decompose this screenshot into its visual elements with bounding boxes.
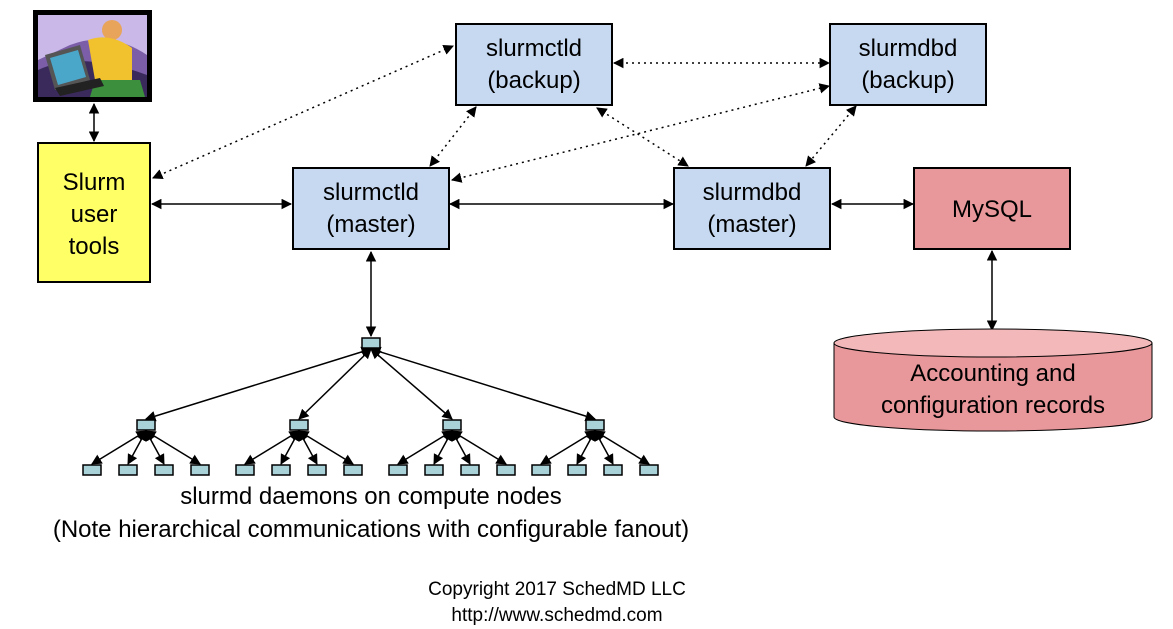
svg-text:slurmdbd: slurmdbd (703, 179, 802, 206)
relay-node-icon (136, 419, 156, 431)
root-node-icon (361, 337, 381, 349)
slurmdbd-master-box: slurmdbd (master) (673, 167, 831, 250)
compute-node-icon (235, 464, 255, 476)
svg-text:slurmdbd: slurmdbd (859, 35, 958, 62)
tree-link (91, 430, 147, 465)
svg-text:Accounting and: Accounting and (910, 360, 1075, 387)
tree-link (280, 430, 300, 465)
tree-link (451, 430, 507, 465)
svg-text:slurmctld: slurmctld (323, 179, 419, 206)
nodes-caption: slurmd daemons on compute nodes (180, 483, 562, 510)
svg-text:(backup): (backup) (861, 67, 954, 94)
compute-node-icon (531, 464, 551, 476)
tree-link (298, 430, 354, 465)
tree-link (369, 346, 597, 422)
compute-node-icon (82, 464, 102, 476)
computer-user-icon (33, 10, 152, 102)
relay-node-icon (289, 419, 309, 431)
compute-node-icon (567, 464, 587, 476)
compute-node-icon (496, 464, 516, 476)
slurmdbd-backup-box: slurmdbd (backup) (829, 23, 987, 106)
svg-text:slurmctld: slurmctld (486, 35, 582, 62)
tree-link (244, 430, 300, 465)
relay-node-icon (442, 419, 462, 431)
svg-text:(backup): (backup) (487, 67, 580, 94)
svg-text:(master): (master) (326, 211, 415, 238)
compute-node-icon (307, 464, 327, 476)
compute-node-icon (154, 464, 174, 476)
connections (88, 45, 998, 338)
tree-link (144, 346, 373, 422)
svg-text:configuration records: configuration records (881, 392, 1105, 419)
compute-node-icon (639, 464, 659, 476)
compute-node-icon (424, 464, 444, 476)
link-dbd-backup-dbd-master (805, 105, 857, 167)
slurmctld-master-box: slurmctld (master) (292, 167, 450, 250)
tree-link (397, 430, 453, 465)
svg-text:MySQL: MySQL (952, 196, 1032, 223)
tree-link (145, 430, 201, 465)
slurmctld-backup-box: slurmctld (backup) (455, 23, 613, 106)
svg-text:tools: tools (69, 233, 120, 260)
link-ctld-backup-ctld-master (429, 106, 477, 167)
svg-text:user: user (71, 201, 118, 228)
copyright-url: http://www.schedmd.com (451, 605, 662, 626)
compute-node-icon (271, 464, 291, 476)
copyright-text: Copyright 2017 SchedMD LLC (428, 579, 686, 600)
compute-node-icon (603, 464, 623, 476)
link-ctld-backup-dbd-master (596, 107, 689, 167)
mysql-box: MySQL (913, 167, 1071, 250)
tree-link (594, 430, 650, 465)
compute-node-icon (190, 464, 210, 476)
tree-link (127, 430, 147, 465)
tree-link (540, 430, 596, 465)
compute-node-icon (343, 464, 363, 476)
accounting-records-database: Accounting and configuration records (833, 328, 1153, 432)
relay-node-icon (585, 419, 605, 431)
svg-text:Slurm: Slurm (63, 169, 126, 196)
link-tools-ctld-backup (152, 45, 454, 179)
svg-text:(master): (master) (707, 211, 796, 238)
slurm-user-tools-box: Slurm user tools (37, 142, 151, 283)
tree-link (433, 430, 453, 465)
compute-node-icon (460, 464, 480, 476)
tree-link (370, 348, 453, 420)
tree-link (576, 430, 596, 465)
compute-node-icon (118, 464, 138, 476)
fanout-note: (Note hierarchical communications with c… (53, 516, 689, 543)
compute-node-icon (388, 464, 408, 476)
slurmd-node-tree (82, 337, 659, 476)
tree-link (298, 348, 372, 420)
